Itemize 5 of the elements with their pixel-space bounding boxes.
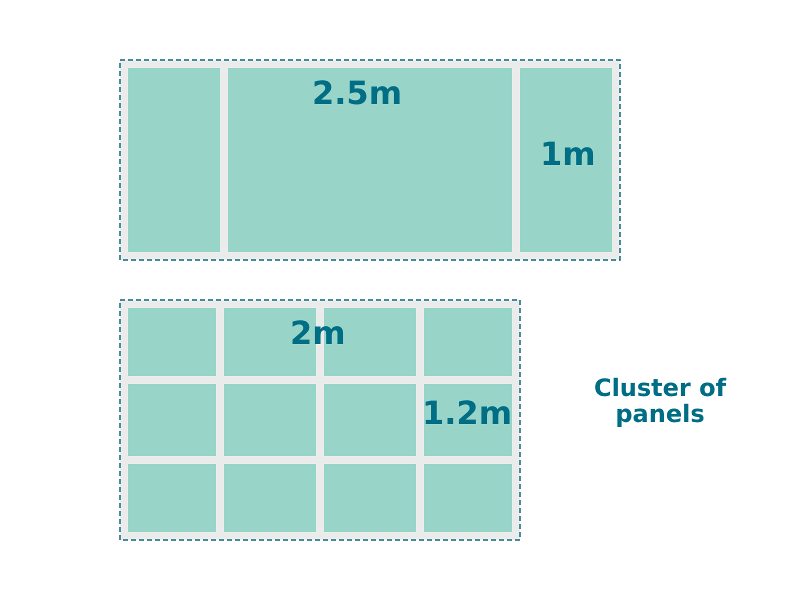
- dimension-label: 2.5m: [312, 76, 402, 112]
- dimension-label: 1m: [540, 137, 596, 172]
- dimension-label: 2m: [290, 316, 346, 352]
- caption-text: Cluster of panels: [592, 375, 728, 428]
- dimension-label: 1.2m: [422, 396, 512, 432]
